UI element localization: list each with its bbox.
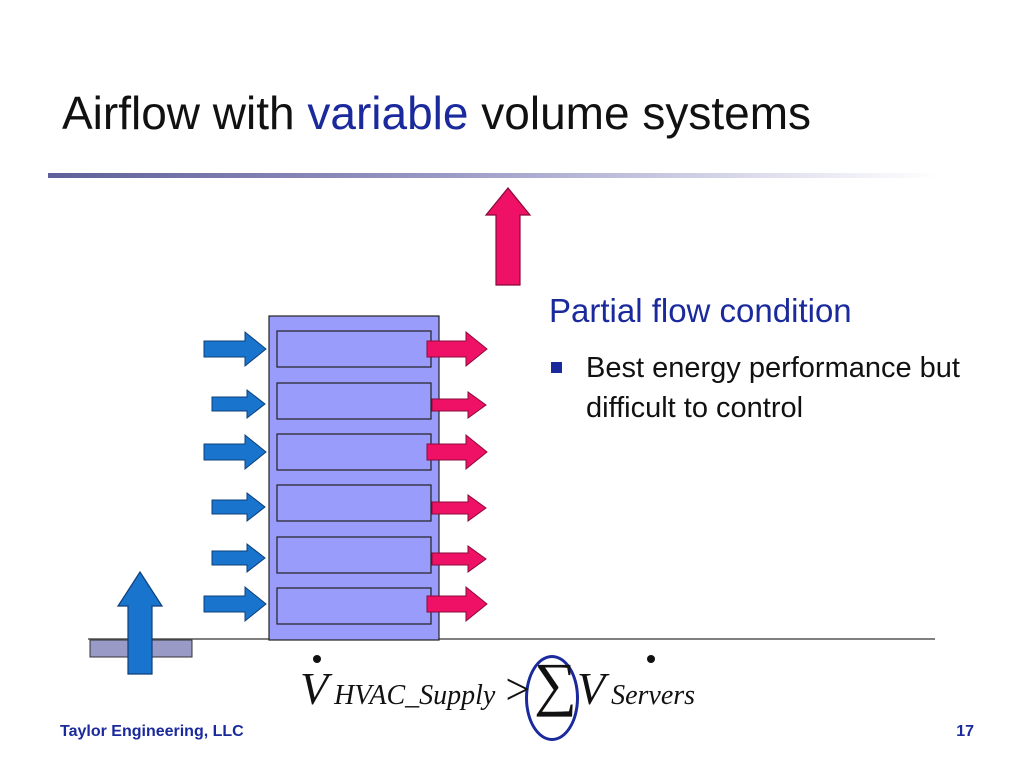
- supply-arrow-icon: [203, 433, 267, 471]
- supply-arrow-icon: [203, 330, 267, 368]
- server-slot: [276, 587, 432, 625]
- title-suffix: volume systems: [468, 87, 812, 139]
- exhaust-arrow-icon: [426, 330, 488, 368]
- formula-rhs-symbol: V: [576, 663, 606, 714]
- exhaust-arrow-icon: [426, 585, 488, 623]
- supply-arrow-icon: [203, 585, 267, 623]
- operator-circle: [525, 655, 579, 741]
- server-slot: [276, 382, 432, 420]
- formula-operator: >: [505, 665, 531, 714]
- exhaust-arrow-icon: [431, 494, 487, 522]
- server-slot: [276, 330, 432, 368]
- exhaust-arrow-icon: [431, 545, 487, 573]
- formula-lhs-symbol: V: [300, 663, 329, 714]
- floor-supply-arrow-icon: [116, 570, 164, 675]
- formula-sum-symbol: ∑: [534, 651, 577, 717]
- title-prefix: Airflow with: [62, 87, 308, 139]
- exhaust-arrows: [426, 330, 488, 623]
- servers: [276, 330, 432, 625]
- formula-lhs-subscript: HVAC_Supply: [334, 680, 496, 711]
- condition-heading: Partial flow condition: [549, 292, 852, 329]
- server-slot: [276, 484, 432, 522]
- return-air-arrow-icon: [484, 187, 532, 286]
- rhs-dot-icon: [647, 655, 655, 663]
- lhs-dot-icon: [313, 655, 321, 663]
- slide-title: Airflow with variable volume systems: [62, 86, 811, 140]
- exhaust-arrow-icon: [426, 433, 488, 471]
- title-accent: variable: [307, 87, 469, 139]
- exhaust-arrow-icon: [431, 391, 487, 419]
- server-rack: [268, 315, 440, 641]
- server-slot: [276, 433, 432, 471]
- bullet-text: Best energy performance but difficult to…: [586, 352, 960, 424]
- supply-arrow-icon: [211, 491, 266, 523]
- title-divider: [48, 173, 938, 178]
- footer-company: Taylor Engineering, LLC: [60, 723, 244, 740]
- formula-rhs-subscript: Servers: [611, 680, 696, 711]
- footer-page-number: 17: [956, 723, 974, 740]
- server-slot: [276, 536, 432, 574]
- supply-arrow-icon: [211, 542, 266, 574]
- supply-arrows: [203, 330, 267, 623]
- bullet-square-icon: [551, 362, 562, 373]
- supply-arrow-icon: [211, 388, 266, 420]
